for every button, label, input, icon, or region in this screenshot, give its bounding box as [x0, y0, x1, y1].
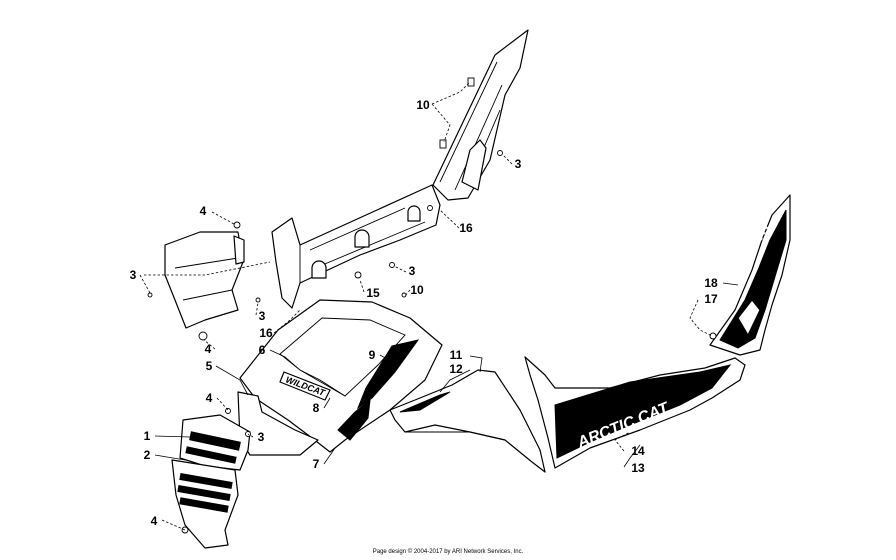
- callout-c17: 17: [704, 292, 718, 306]
- callout-c9: 9: [369, 348, 376, 362]
- tank-decal-text: XT: [750, 217, 773, 242]
- callout-c12: 12: [449, 362, 463, 376]
- callout-c4d: 4: [151, 514, 158, 528]
- callout-c8: 8: [313, 401, 320, 415]
- left-side-panel: [164, 221, 245, 341]
- callout-c16b: 16: [259, 326, 273, 340]
- copyright-footer: Page design © 2004-2017 by ARI Network S…: [372, 549, 524, 555]
- right-front-fender: [389, 369, 546, 473]
- callout-c10b: 10: [410, 283, 424, 297]
- callout-c4b: 4: [205, 342, 212, 356]
- callout-c2: 2: [144, 448, 151, 462]
- upper-side-panel: [432, 29, 529, 201]
- callout-c16a: 16: [459, 221, 473, 235]
- callout-c11: 11: [450, 348, 463, 362]
- callout-c4a: 4: [200, 204, 207, 218]
- callout-c6: 6: [259, 343, 266, 357]
- callout-c7: 7: [313, 457, 320, 471]
- right-side-tank-panel: ARCTIC CAT XT: [524, 194, 791, 469]
- callout-c18: 18: [704, 276, 718, 290]
- front-grille: [171, 408, 251, 549]
- callout-c1: 1: [144, 429, 151, 443]
- callout-c10a: 10: [416, 98, 430, 112]
- callout-c3d: 3: [259, 309, 266, 323]
- callout-c13: 13: [631, 461, 645, 475]
- callout-c3e: 3: [258, 430, 265, 444]
- callout-c3b: 3: [130, 268, 137, 282]
- callout-c5: 5: [206, 359, 213, 373]
- side-rail-panel: [271, 184, 441, 309]
- hood: WILDCAT: [239, 299, 443, 453]
- leader-lines: [139, 81, 739, 531]
- hardware: [147, 150, 503, 437]
- callout-c14: 14: [631, 444, 645, 458]
- callout-c3c: 3: [409, 264, 416, 278]
- callout-c15: 15: [366, 286, 380, 300]
- callout-c3a: 3: [515, 157, 522, 171]
- callout-c4c: 4: [206, 391, 213, 405]
